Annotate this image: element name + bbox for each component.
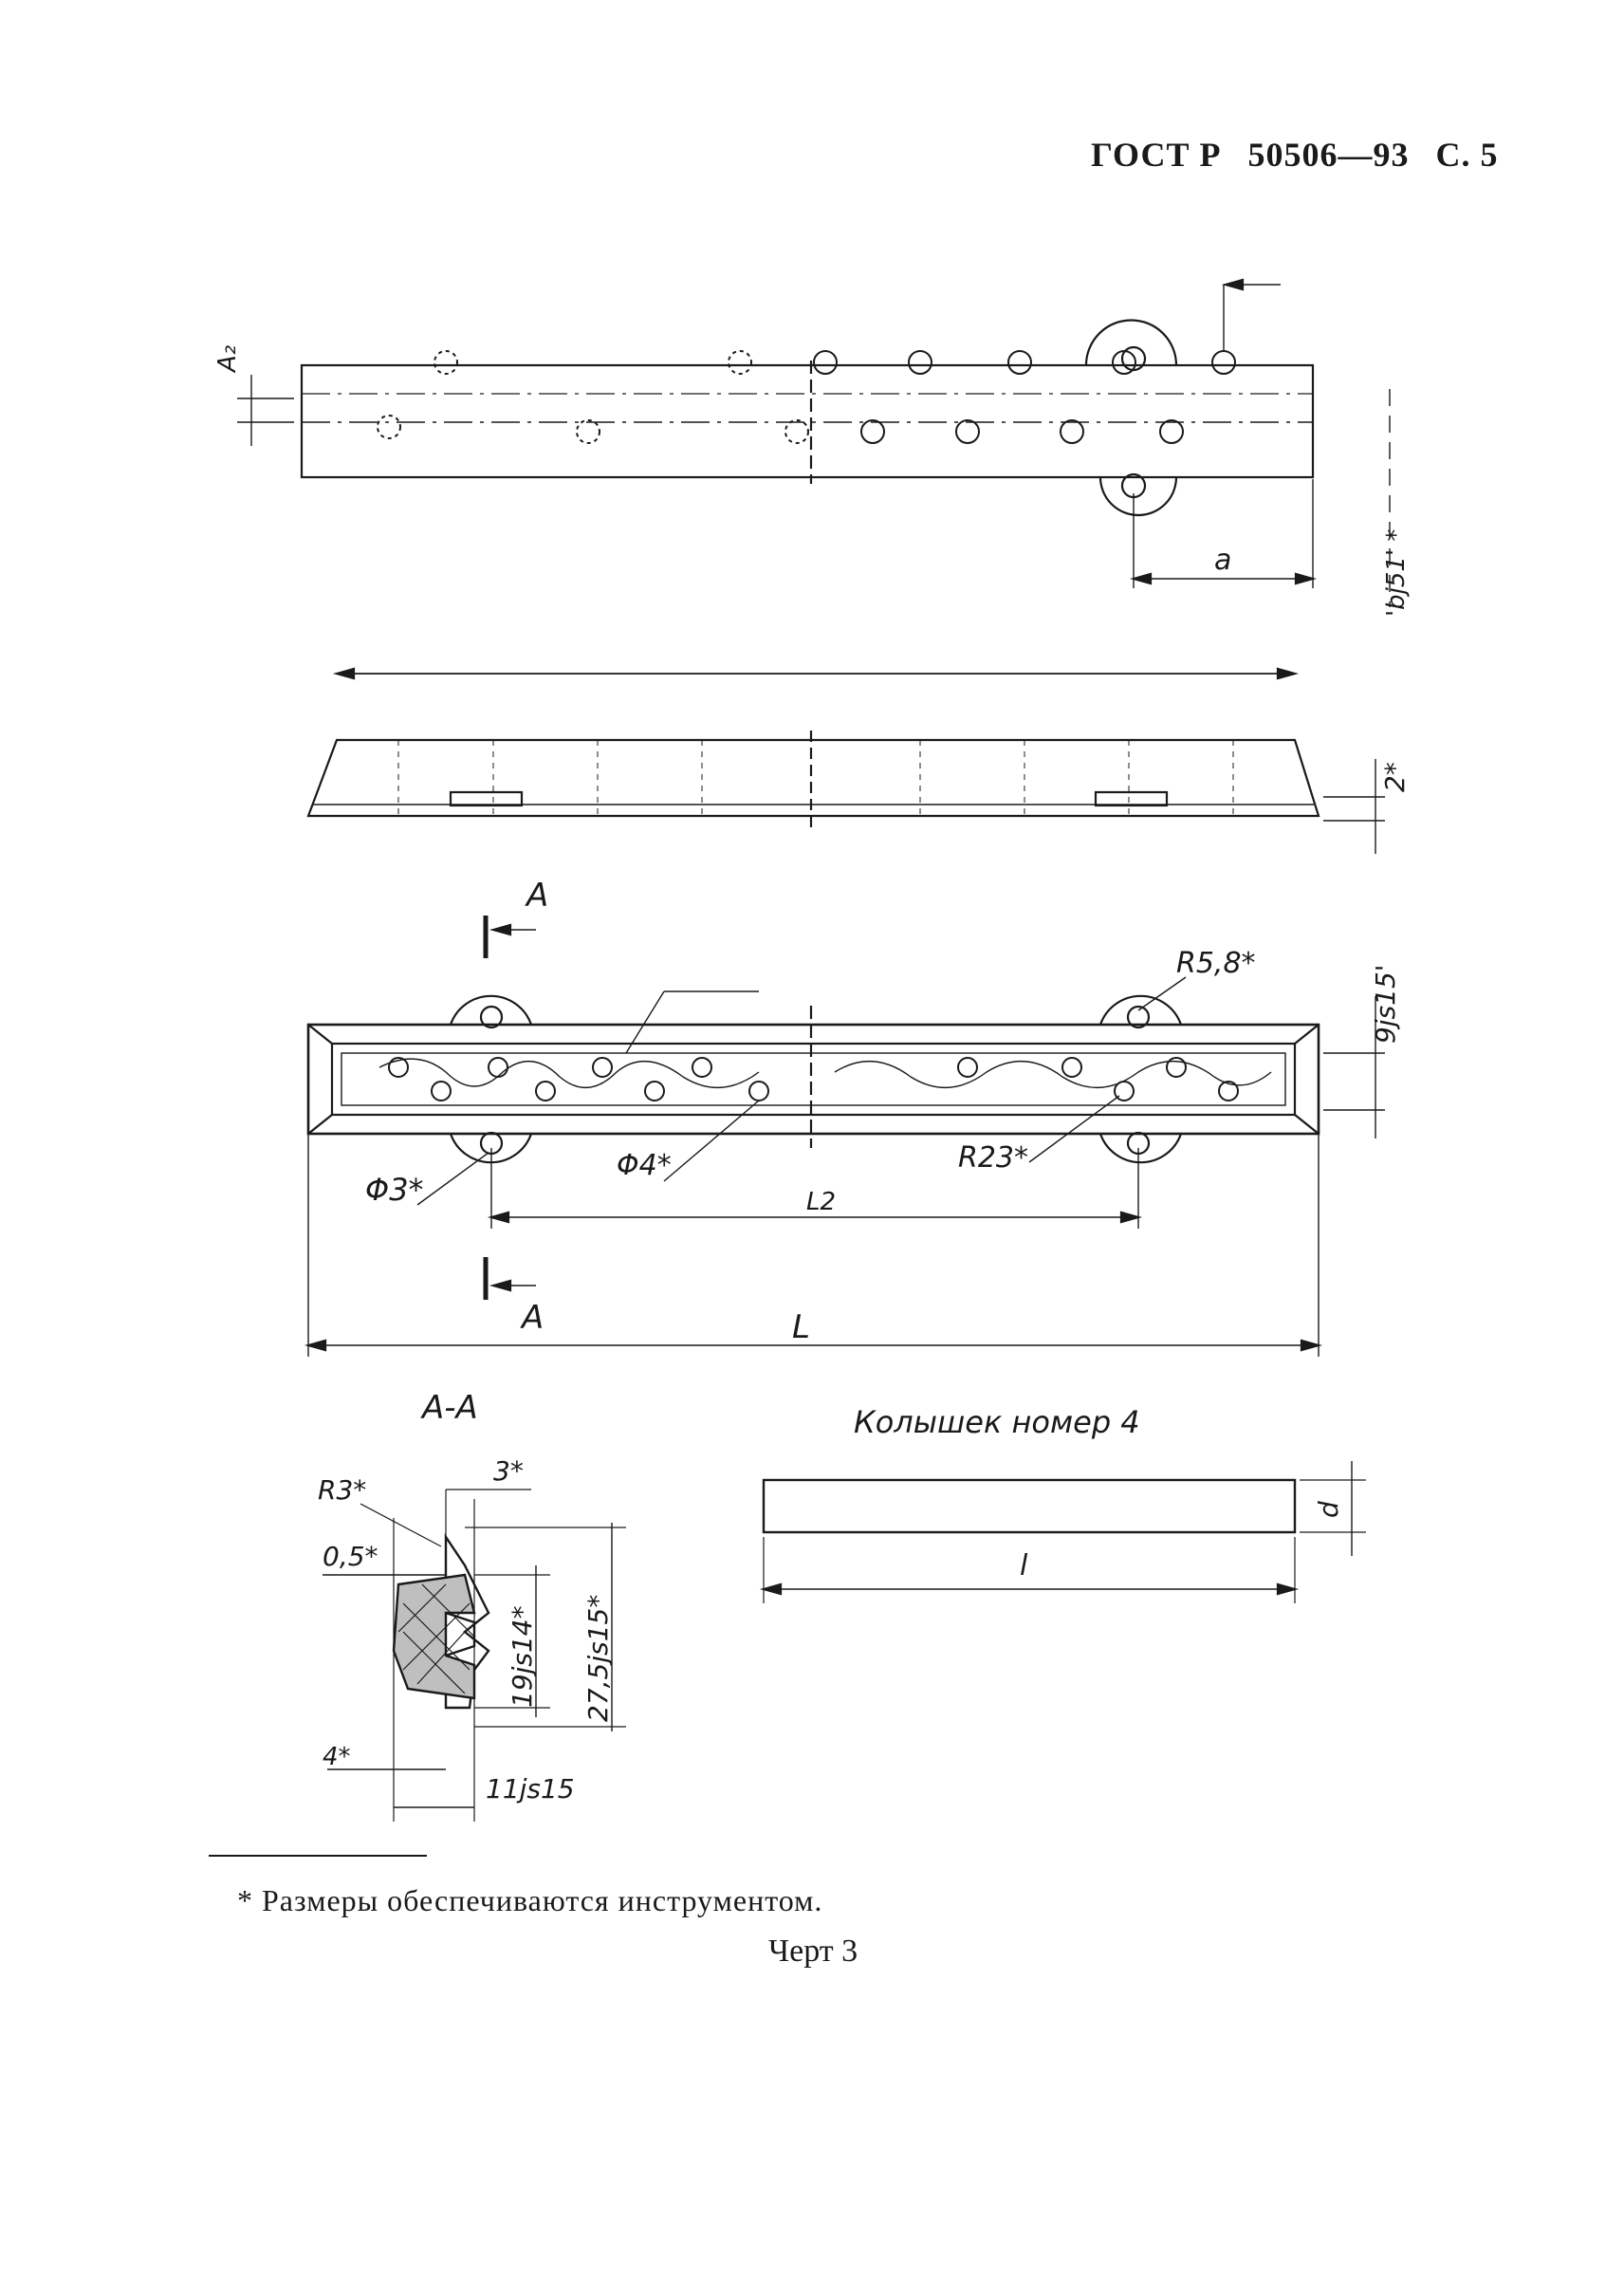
label-phi4: Φ4* <box>617 1149 672 1182</box>
label-r3: R3* <box>318 1474 366 1506</box>
label-r58: R5,8* <box>1176 947 1256 980</box>
top-view <box>237 278 1391 607</box>
label-js15-small: 11js15 <box>486 1773 575 1805</box>
label-three-star: 3* <box>493 1455 524 1487</box>
label-section-a-bottom: A <box>520 1299 544 1337</box>
page-header: ГОСТ Р 50506—93 С. 5 <box>1091 135 1515 175</box>
page-number: С. 5 <box>1435 136 1499 174</box>
label-js14: 19js14* <box>507 1605 538 1708</box>
label-peg-title: Колышек номер 4 <box>854 1404 1140 1440</box>
footnote-rule <box>209 1855 427 1857</box>
label-a: a <box>1214 544 1231 577</box>
label-section-a-top: A <box>525 877 548 915</box>
side-view <box>306 667 1385 854</box>
front-view <box>304 916 1385 1357</box>
label-r23: R23* <box>958 1141 1028 1175</box>
footnote: * Размеры обеспечиваются инструментом. <box>237 1883 823 1917</box>
label-js15-big: 27,5js15* <box>582 1595 614 1722</box>
label-l: l <box>1020 1549 1028 1582</box>
label-phi3: Φ3* <box>365 1172 424 1208</box>
standard-label: ГОСТ Р <box>1091 136 1222 174</box>
label-a2: A₂ <box>213 345 242 374</box>
label-four-star: 4* <box>323 1743 351 1771</box>
label-L: L <box>792 1308 810 1346</box>
label-l2: L2 <box>806 1188 836 1216</box>
label-d: d <box>1313 1501 1344 1518</box>
label-half-star: 0,5* <box>323 1541 378 1572</box>
section-a-a <box>323 1489 626 1822</box>
label-section-title: A-A <box>420 1389 478 1427</box>
peg-drawing <box>759 1461 1366 1603</box>
label-top-right-vertical: 'bj51' * <box>1382 529 1411 617</box>
label-js15-right: 9js15' <box>1370 964 1401 1044</box>
label-two-star: 2* <box>1379 762 1411 792</box>
figure-caption: Черт 3 <box>768 1934 858 1969</box>
standard-number: 50506—93 <box>1247 136 1410 174</box>
